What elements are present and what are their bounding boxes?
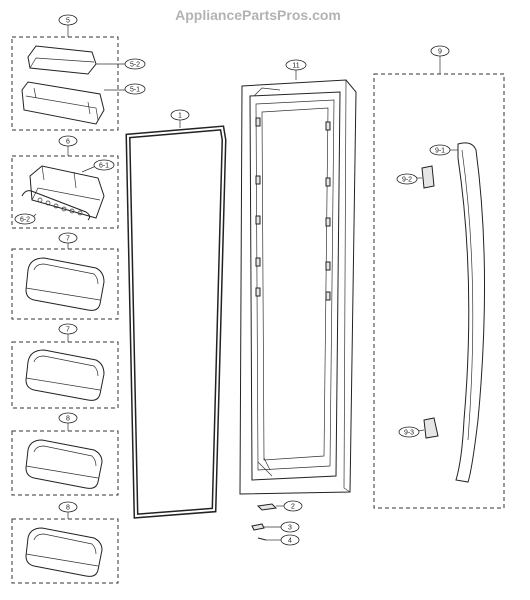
callout-9 bbox=[430, 45, 450, 57]
group-9: 9 9-1 9-2 9-3 bbox=[373, 45, 505, 509]
group-6: 6 6-1 6-2 bbox=[11, 135, 119, 229]
gasket-part bbox=[125, 125, 227, 519]
callout-6 bbox=[58, 135, 78, 147]
callout-5 bbox=[58, 14, 78, 26]
callout-1 bbox=[170, 109, 190, 121]
callout-7b-label: 7 bbox=[66, 327, 70, 334]
callout-5-2-label: 5-2 bbox=[130, 62, 140, 69]
door-liner-part bbox=[249, 91, 341, 481]
group-8a-box bbox=[11, 430, 119, 496]
group-7a-box bbox=[11, 248, 119, 320]
callout-4-label: 4 bbox=[288, 538, 292, 545]
callout-9-3 bbox=[398, 426, 420, 438]
callout-9-label: 9 bbox=[438, 49, 442, 56]
callout-5-1-label: 5-1 bbox=[130, 87, 140, 94]
callout-1-label: 1 bbox=[178, 113, 182, 120]
callout-8a bbox=[58, 412, 78, 424]
callout-5-label: 5 bbox=[66, 18, 70, 25]
group-8b-box bbox=[11, 518, 119, 584]
door-bin-part bbox=[25, 527, 103, 577]
callout-9-2 bbox=[396, 173, 418, 185]
bin-body-part bbox=[21, 81, 105, 125]
callout-9-3-label: 9-3 bbox=[404, 430, 414, 437]
callout-11-label: 11 bbox=[292, 63, 299, 70]
handle-cap-top-part bbox=[421, 165, 435, 189]
door-bin-part bbox=[25, 439, 103, 489]
callout-7a bbox=[58, 232, 78, 244]
handle-cap-bottom-part bbox=[423, 417, 439, 439]
part-4 bbox=[257, 537, 267, 541]
callout-5-2 bbox=[124, 58, 146, 70]
group-6-box bbox=[11, 155, 119, 229]
callout-6-2-label: 6-2 bbox=[20, 217, 30, 224]
shelf-rail-part bbox=[21, 190, 91, 221]
callout-6-1-label: 6-1 bbox=[99, 163, 109, 170]
part-3 bbox=[251, 523, 265, 531]
callout-6-label: 6 bbox=[66, 139, 70, 146]
part-2 bbox=[256, 503, 278, 511]
group-8b: 8 bbox=[11, 501, 119, 584]
group-9-box bbox=[373, 73, 505, 509]
door-bin-part bbox=[25, 257, 105, 311]
watermark: AppliancePartsPros.com bbox=[175, 7, 341, 23]
group-7b-box bbox=[11, 341, 119, 409]
handle-part bbox=[455, 142, 486, 483]
group-5: 5 5-2 5-1 bbox=[11, 14, 146, 131]
callout-2-label: 2 bbox=[291, 504, 295, 511]
shelf-part bbox=[29, 165, 105, 219]
door-assembly: 11 bbox=[239, 59, 357, 495]
callout-11 bbox=[285, 59, 307, 71]
callout-5-1 bbox=[124, 83, 146, 95]
group-8a: 8 bbox=[11, 412, 119, 496]
callout-8b bbox=[58, 501, 78, 513]
callout-9-1-label: 9-1 bbox=[435, 148, 445, 155]
door-gasket: 1 bbox=[125, 109, 227, 519]
callout-9-2-label: 9-2 bbox=[402, 177, 412, 184]
small-parts: 2 3 4 bbox=[251, 500, 303, 546]
callout-2 bbox=[283, 500, 303, 512]
callout-9-1 bbox=[429, 144, 451, 156]
callout-3-label: 3 bbox=[288, 525, 292, 532]
callout-6-1 bbox=[93, 159, 115, 171]
callout-3 bbox=[280, 521, 300, 533]
callout-8a-label: 8 bbox=[66, 416, 70, 423]
group-5-box bbox=[11, 36, 119, 131]
callout-6-2 bbox=[14, 213, 36, 225]
callout-8b-label: 8 bbox=[66, 505, 70, 512]
group-7b: 7 bbox=[11, 323, 119, 409]
callout-7b bbox=[58, 323, 78, 335]
callout-7a-label: 7 bbox=[66, 236, 70, 243]
group-7a: 7 bbox=[11, 232, 119, 320]
callout-4 bbox=[280, 534, 300, 546]
